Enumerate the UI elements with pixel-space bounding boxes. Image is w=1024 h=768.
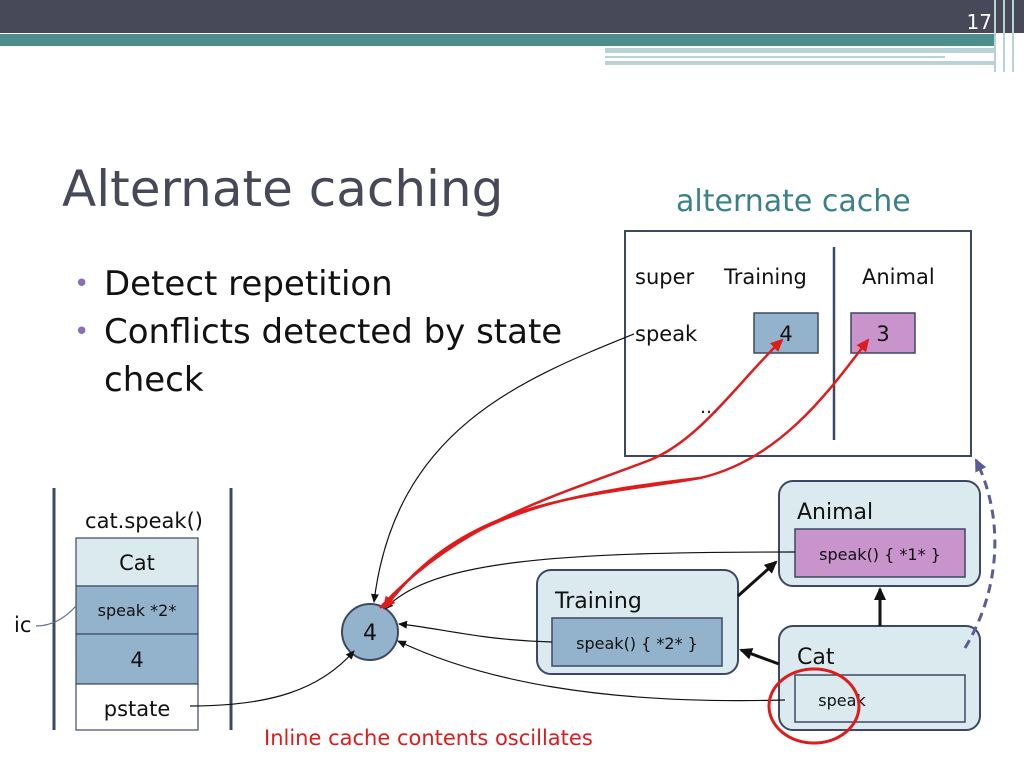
accent-stripe [605, 61, 994, 65]
accent-divider [1012, 0, 1014, 72]
slide-title: Alternate caching [62, 160, 504, 218]
pointer-arrow-pstate [189, 650, 355, 707]
class-animal-method-label: speak() { *1* } [819, 545, 941, 564]
class-training-method [551, 617, 723, 667]
class-training-name: Training [554, 589, 642, 614]
stack-cell-cat-label: Cat [119, 551, 155, 575]
dashed-arrow-cat-to-cache [963, 458, 997, 649]
highlight-circle-cat-speak [767, 667, 861, 745]
bullet-item: Detect repetition [70, 260, 574, 308]
bullet-item: Conflicts detected by state check [70, 308, 574, 404]
pointer-arrow-training-method [398, 620, 553, 643]
class-training-method-label: speak() { *2* } [576, 634, 698, 653]
caption: Inline cache contents oscillates [264, 726, 593, 750]
stack-cell-ic [75, 585, 199, 635]
accent-stripe [605, 48, 994, 53]
pointer-arrow-cache-speak [371, 333, 635, 603]
cache-training-cell [753, 312, 819, 354]
bullet-list: Detect repetition Conflicts detected by … [70, 260, 574, 404]
cache-header-super: super [635, 265, 695, 289]
inherit-arrow-cat-training [739, 648, 780, 666]
cache-training-value: 4 [779, 322, 792, 346]
red-arrow-cache-to-node [382, 476, 701, 610]
accent-divider [1003, 0, 1005, 72]
class-cat-method-label: speak [818, 691, 866, 710]
slide-number: 17 [966, 10, 992, 34]
pointer-arrow-animal-method [384, 551, 796, 610]
ic-label: ic [14, 613, 31, 637]
class-animal-name: Animal [797, 500, 873, 525]
stack-cell-ic-label: speak *2* [98, 601, 177, 620]
class-cat-method [794, 674, 966, 723]
accent-stripe [605, 56, 945, 58]
accent-divider [994, 0, 996, 72]
ic-connector [35, 605, 77, 627]
stack-call-label: cat.speak() [85, 509, 203, 533]
cache-ellipsis: … [700, 397, 718, 418]
class-animal-method [794, 528, 966, 578]
cache-row-speak: speak [635, 322, 698, 346]
stack-cell-state-label: 4 [130, 648, 143, 672]
stack-cell-state [75, 633, 199, 685]
inherit-arrow-training-animal [736, 560, 778, 598]
stack-cell-pstate-label: pstate [104, 697, 171, 721]
state-node-value: 4 [363, 621, 377, 646]
class-cat-name: Cat [797, 645, 835, 670]
stack-cell-pstate [75, 683, 199, 731]
cache-header-animal: Animal [862, 265, 935, 289]
header-bar [0, 0, 1024, 33]
cache-animal-value: 3 [876, 322, 889, 346]
cache-header-training: Training [723, 265, 807, 289]
pointer-arrow-cat-method [397, 640, 786, 702]
state-node [341, 603, 399, 661]
stack-cell-cat [75, 537, 199, 587]
accent-bar [0, 34, 994, 46]
alternate-cache-label: alternate cache [676, 184, 911, 219]
